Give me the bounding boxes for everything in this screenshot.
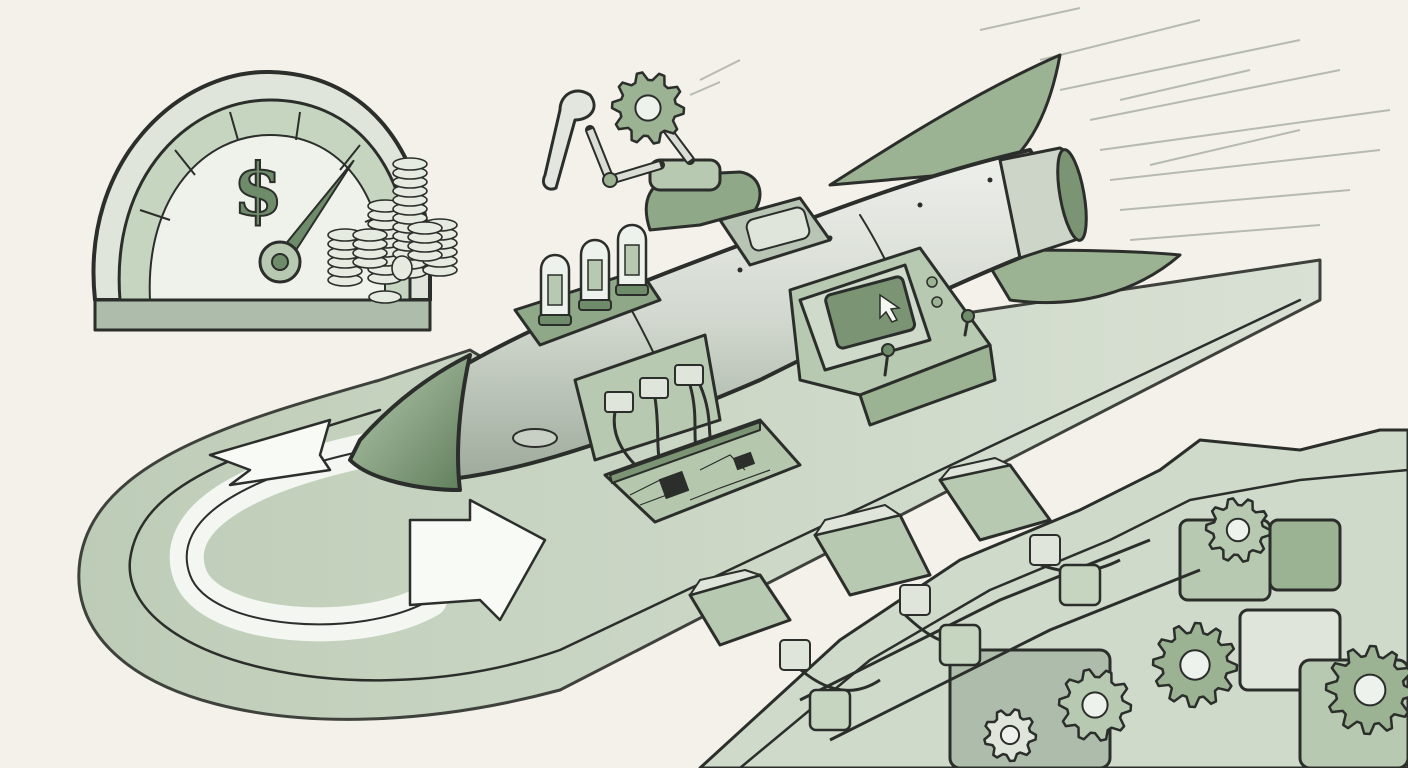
left-arrow-icon	[208, 418, 332, 487]
connector-ports	[573, 333, 722, 472]
rocket	[348, 53, 1182, 524]
coin	[391, 255, 413, 281]
gear-icon	[1151, 621, 1239, 709]
rocket-nose	[348, 353, 472, 492]
machinery-network	[688, 428, 1408, 768]
rocket-bottom-fin	[978, 248, 1182, 304]
coin	[392, 157, 428, 171]
pointer-cursor-icon	[879, 293, 902, 323]
plug-connector-3	[938, 457, 1061, 566]
gear-icon	[983, 708, 1038, 763]
coin-stacks	[327, 157, 458, 304]
vacuum-tube	[615, 223, 649, 296]
right-arrow-icon	[408, 498, 547, 622]
plug-connector-1	[688, 569, 811, 671]
held-gear	[610, 71, 686, 145]
gear-icon	[610, 71, 686, 145]
coin	[352, 228, 388, 242]
control-console	[788, 246, 997, 427]
wrench-icon	[541, 89, 596, 191]
coin	[368, 290, 402, 304]
robot-arm	[541, 71, 762, 232]
gear-icon	[1324, 644, 1408, 736]
dollar-sign-icon: $	[233, 147, 283, 232]
rocket-top-fin	[828, 53, 1062, 187]
vacuum-tube	[538, 253, 572, 326]
vacuum-tubes	[513, 223, 662, 347]
gear-icon	[1057, 668, 1133, 742]
speed-lines	[689, 7, 1391, 241]
circuit-board	[603, 418, 802, 524]
console-monitor	[824, 275, 917, 350]
plug-connector-2	[813, 504, 932, 616]
gear-icon	[1204, 497, 1272, 563]
vacuum-tube	[578, 238, 612, 311]
coin	[407, 221, 443, 235]
